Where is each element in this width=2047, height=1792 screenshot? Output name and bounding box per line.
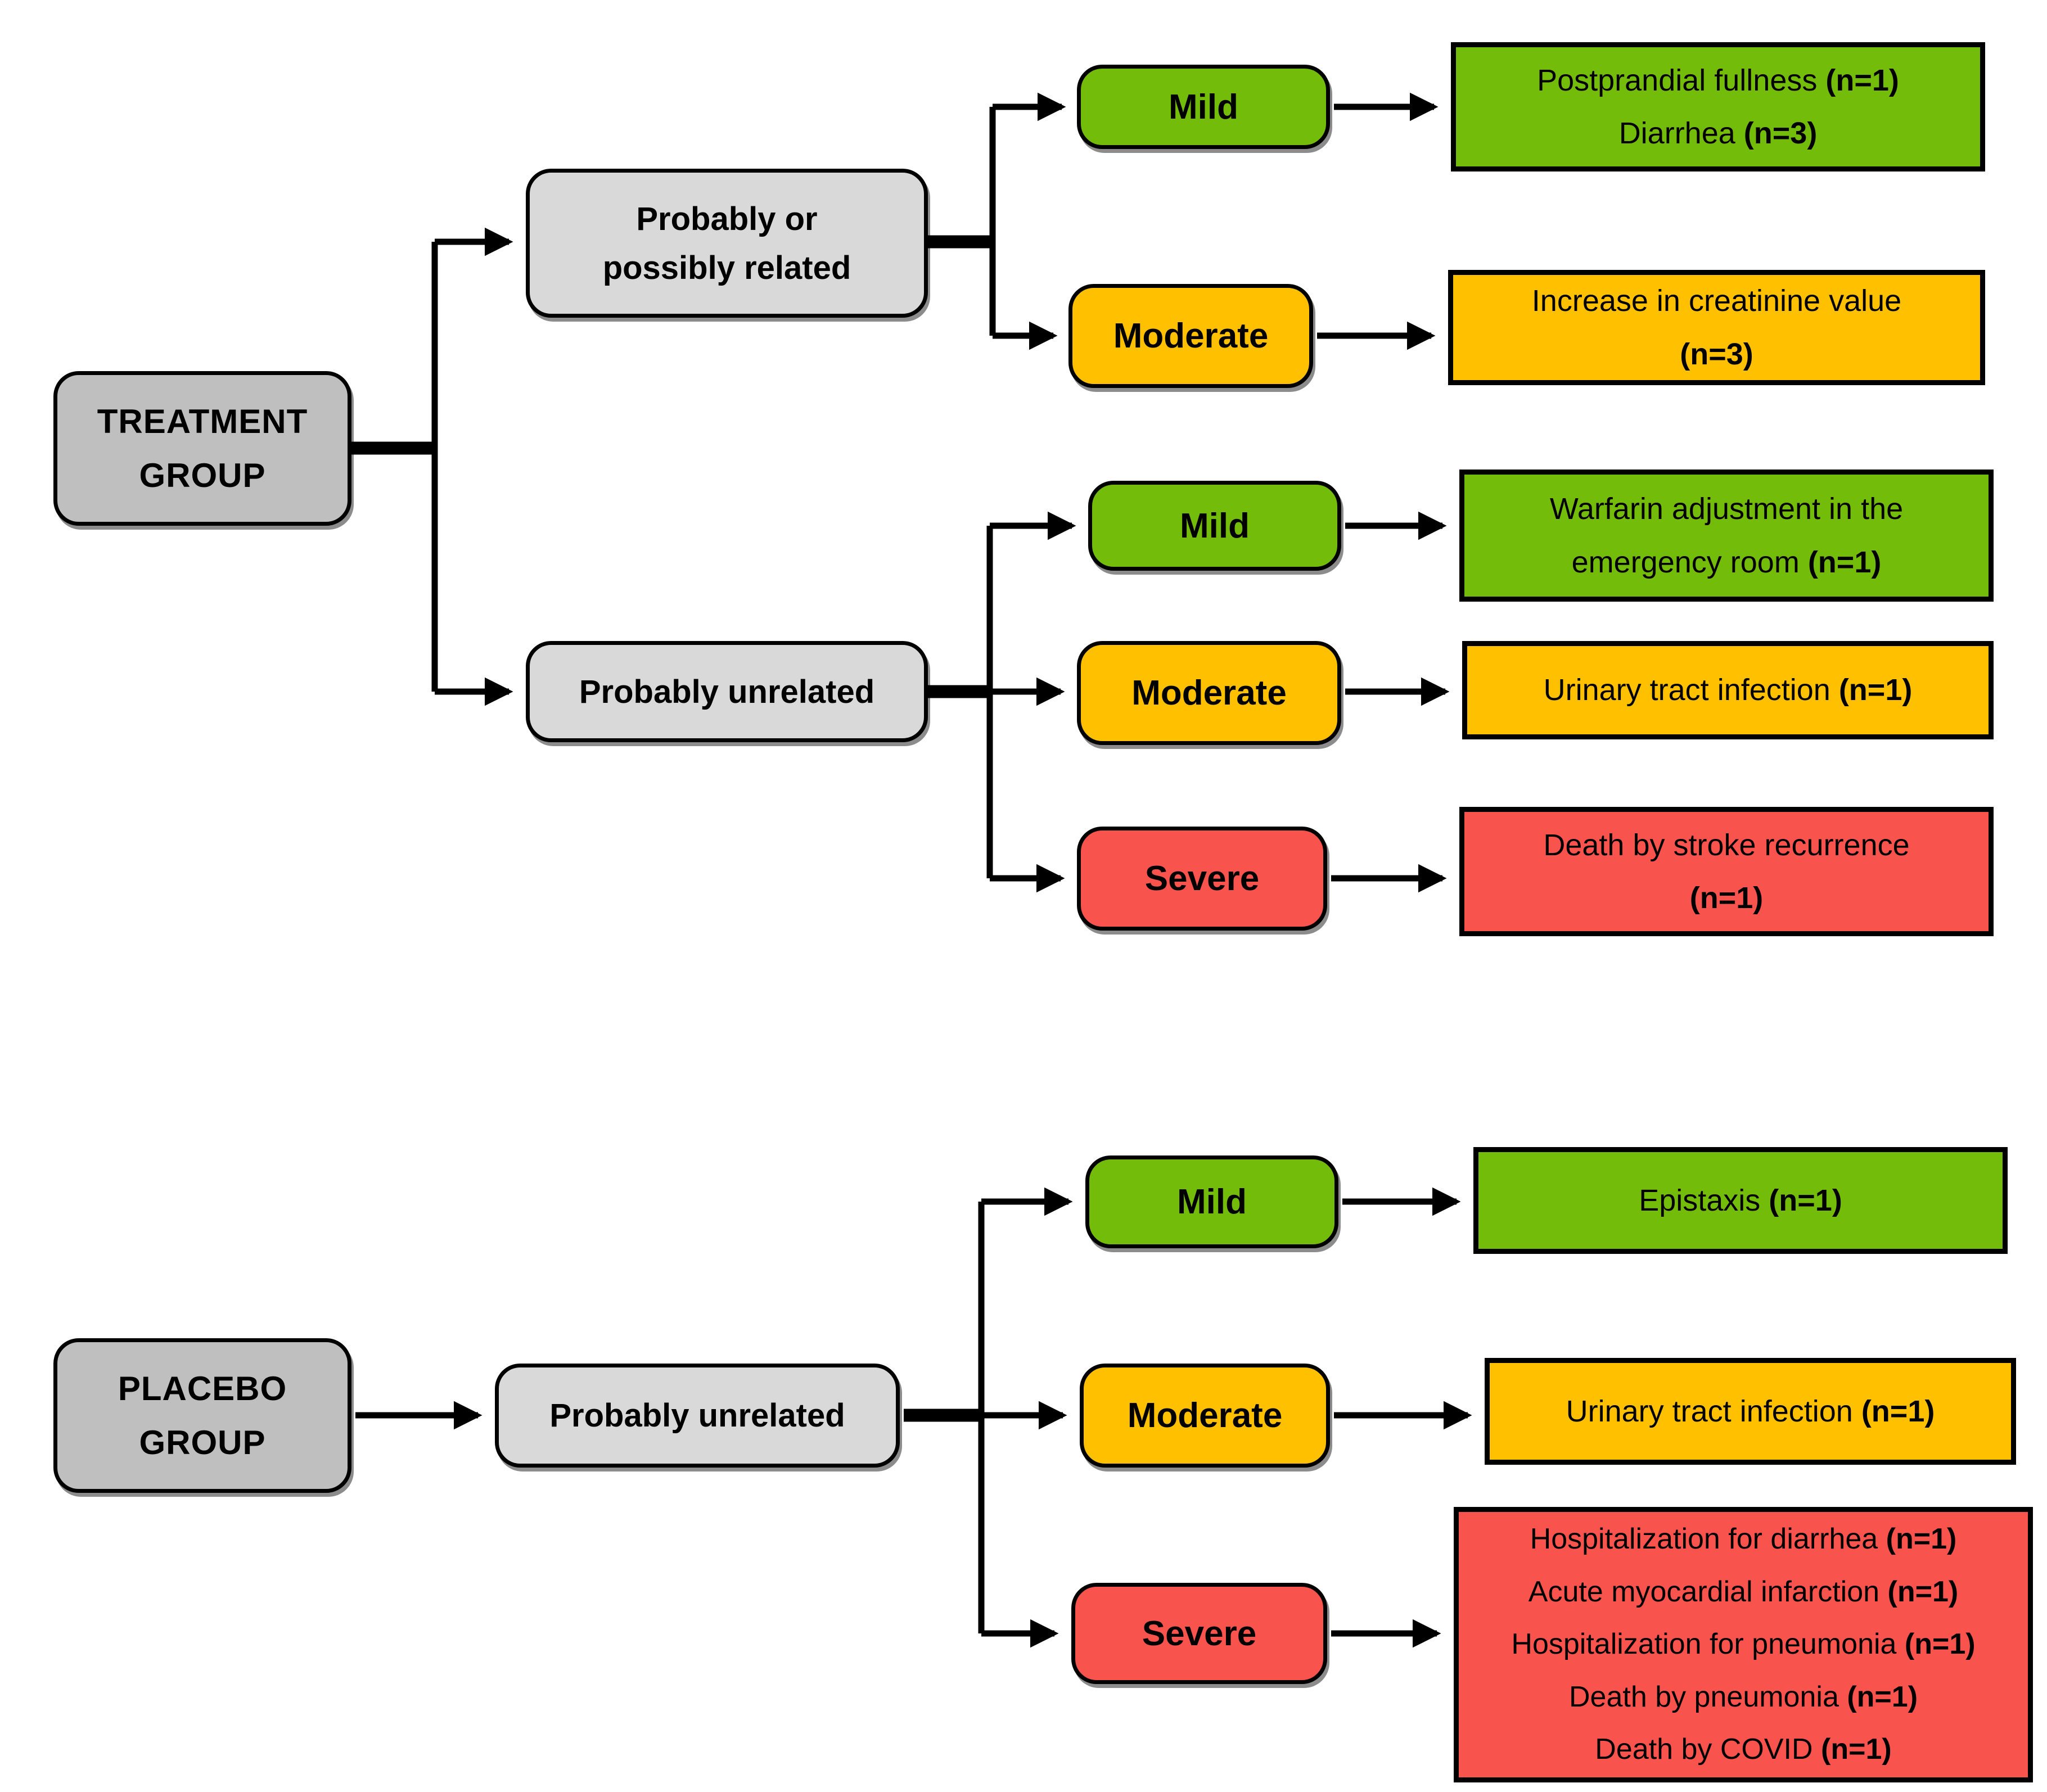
text-line: Probably unrelated <box>579 673 875 710</box>
placebo-unrelated-mild-events-box: Epistaxis (n=1) <box>1473 1147 2008 1254</box>
text-line: Diarrhea (n=3) <box>1618 116 1818 150</box>
placebo-branch-connector <box>355 1187 1472 1648</box>
treatment-unrelated-mild-events-box: Warfarin adjustment in the emergency room… <box>1459 470 1994 602</box>
text-line: Hospitalization for pneumonia (n=1) <box>1511 1628 1976 1661</box>
treatment-related-moderate-box: Moderate <box>1068 284 1313 388</box>
treatment-group-box: TREATMENT GROUP <box>53 371 351 526</box>
treatment-unrelated-severe-box: Severe <box>1077 827 1327 931</box>
treatment-unrelated-branch-connector <box>928 511 1450 893</box>
treatment-related-moderate-events-box: Increase in creatinine value (n=3) <box>1448 270 1985 385</box>
text-line: Death by stroke recurrence <box>1543 828 1910 862</box>
treatment-related-branch-connector <box>928 92 1439 350</box>
placebo-unrelated-severe-events-box: Hospitalization for diarrhea (n=1) Acute … <box>1454 1507 2033 1782</box>
text-line: GROUP <box>139 456 266 494</box>
treatment-related-mild-events-box: Postprandial fullness (n=1) Diarrhea (n=3… <box>1451 42 1985 171</box>
text-line: Death by pneumonia (n=1) <box>1568 1680 1918 1713</box>
treatment-unrelated-box: Probably unrelated <box>526 641 928 742</box>
treatment-unrelated-mild-box: Mild <box>1088 481 1341 571</box>
text-line: Warfarin adjustment in the <box>1549 492 1904 526</box>
text-line: Acute myocardial infarction (n=1) <box>1528 1575 1959 1608</box>
text-line: Urinary tract infection (n=1) <box>1566 1394 1935 1428</box>
text-line: (n=1) <box>1689 881 1764 915</box>
text-line: Urinary tract infection (n=1) <box>1543 673 1913 707</box>
text-line: Probably unrelated <box>549 1397 845 1434</box>
treatment-related-box: Probably or possibly related <box>526 169 928 318</box>
text-line: TREATMENT <box>97 402 308 440</box>
treatment-trunk-connector <box>351 227 513 706</box>
treatment-unrelated-moderate-events-box: Urinary tract infection (n=1) <box>1462 641 1994 739</box>
placebo-unrelated-moderate-events-box: Urinary tract infection (n=1) <box>1485 1358 2016 1465</box>
placebo-unrelated-box: Probably unrelated <box>495 1364 900 1468</box>
placebo-unrelated-mild-box: Mild <box>1085 1155 1338 1248</box>
text-line: Death by COVID (n=1) <box>1595 1733 1892 1766</box>
treatment-unrelated-moderate-box: Moderate <box>1077 641 1341 745</box>
text-line: GROUP <box>139 1423 266 1461</box>
text-line: emergency room (n=1) <box>1571 545 1882 579</box>
text-line: PLACEBO <box>118 1369 287 1407</box>
text-line: possibly related <box>602 249 851 286</box>
text-line: Hospitalization for diarrhea (n=1) <box>1530 1523 1957 1556</box>
placebo-group-box: PLACEBO GROUP <box>53 1338 351 1493</box>
placebo-unrelated-severe-box: Severe <box>1071 1583 1327 1684</box>
text-line: Epistaxis (n=1) <box>1639 1183 1842 1217</box>
treatment-related-mild-box: Mild <box>1077 65 1330 149</box>
treatment-unrelated-severe-events-box: Death by stroke recurrence (n=1) <box>1459 807 1994 936</box>
text-line: (n=3) <box>1680 337 1753 371</box>
text-line: Probably or <box>636 200 818 237</box>
placebo-unrelated-moderate-box: Moderate <box>1080 1364 1330 1468</box>
text-line: Postprandial fullness (n=1) <box>1537 63 1899 97</box>
text-line: Increase in creatinine value <box>1531 284 1902 318</box>
